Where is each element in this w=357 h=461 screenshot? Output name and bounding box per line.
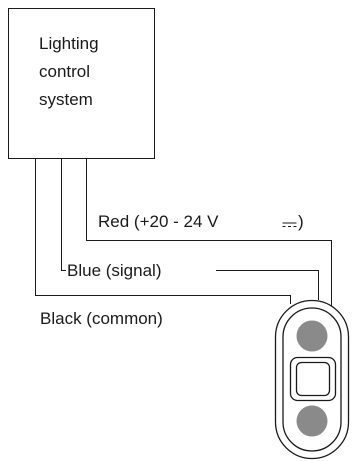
switch-bottom-dot bbox=[296, 405, 328, 437]
switch-rocker-inner bbox=[295, 361, 331, 397]
red-wire-label: Red (+20 - 24 V bbox=[98, 212, 219, 231]
black-wire-label: Black (common) bbox=[40, 309, 163, 328]
blue-wire-label: Blue (signal) bbox=[67, 261, 162, 280]
control-box-label-line-3: system bbox=[39, 90, 93, 109]
blue-wire bbox=[61, 159, 319, 300]
control-system-box bbox=[8, 8, 155, 159]
wall-switch-device bbox=[274, 299, 350, 460]
control-box-label-line-1: Lighting bbox=[39, 34, 99, 53]
red-wire-label-text: Red (+20 - 24 V bbox=[98, 212, 219, 231]
switch-top-dot bbox=[296, 320, 328, 352]
control-box-label-line-2: control bbox=[39, 62, 90, 81]
dc-voltage-symbol bbox=[282, 222, 297, 227]
black-wire bbox=[35, 159, 291, 304]
red-wire-label-close-paren: ) bbox=[298, 212, 304, 231]
red-wire bbox=[86, 159, 332, 306]
